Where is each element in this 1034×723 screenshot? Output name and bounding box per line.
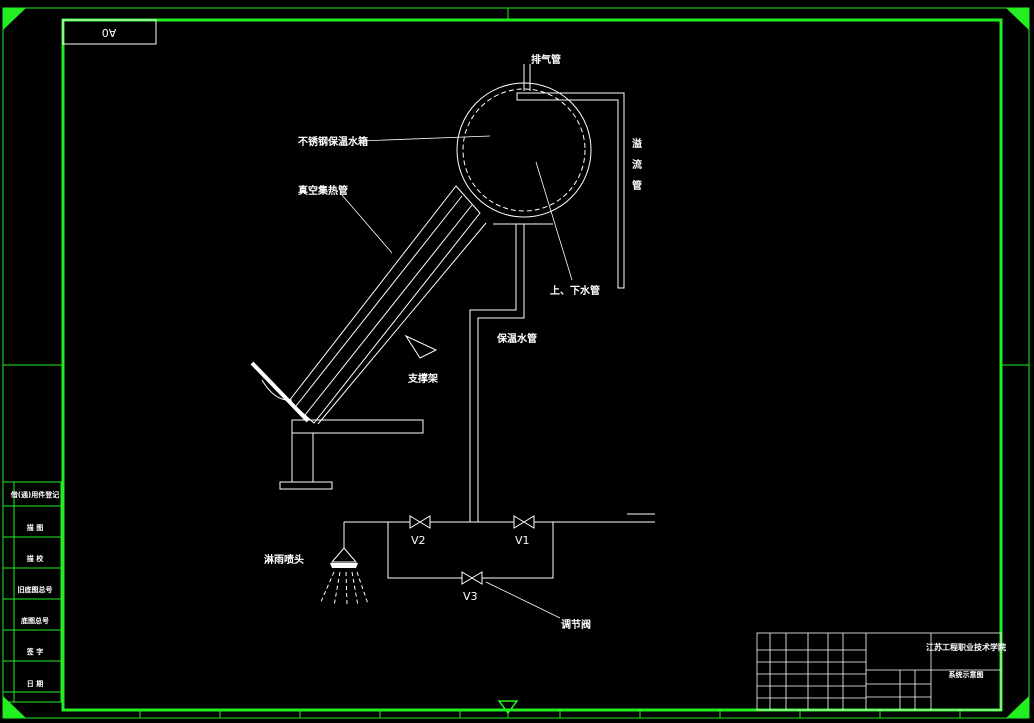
corner-marker (3, 8, 26, 30)
side-panel-cell: 描 校 (27, 554, 44, 563)
label-water-tank: 不锈钢保温水箱 (298, 135, 368, 148)
valve-v2 (409, 515, 431, 529)
label-shower-head: 淋雨喷头 (264, 553, 304, 566)
corner-marker (1006, 696, 1029, 718)
label-inlet-outlet-pipe: 上、下水管 (550, 284, 600, 297)
side-panel-cell: 描 图 (27, 523, 43, 532)
label-overflow-pipe: 流 (632, 158, 642, 171)
leader-lines (341, 135, 573, 619)
label-vacuum-tube: 真空集热管 (298, 184, 348, 197)
bypass-pipe (387, 522, 554, 579)
label-regulating-valve: 调节阀 (561, 618, 591, 631)
vacuum-tube (250, 185, 487, 425)
inner-frame (61, 18, 1003, 712)
water-tank (456, 82, 592, 218)
label-insulated-pipe: 保温水管 (496, 332, 537, 345)
label-valve-v1: V1 (515, 534, 530, 547)
label-support-frame: 支撑架 (407, 372, 438, 385)
drawing-name: 系统示意图 (949, 670, 984, 679)
school-name: 江苏工程职业技术学院 (926, 642, 1006, 652)
corner-marker (1006, 8, 1029, 30)
title-block (756, 632, 1002, 711)
side-panel: 借(通)用件登记 描 图 描 校 旧底图总号 底图总号 签 字 日 期 (2, 481, 62, 703)
outer-frame (2, 7, 1030, 719)
label-exhaust-pipe: 排气管 (531, 53, 561, 66)
side-panel-cell: 日 期 (27, 679, 43, 688)
shower-head (319, 547, 369, 607)
label-valve-v2: V2 (411, 534, 426, 547)
drawing-id-box (62, 19, 157, 45)
overflow-pipe (516, 92, 625, 289)
valve-v3 (461, 571, 483, 585)
support-frame (279, 334, 438, 490)
main-pipe (344, 513, 655, 523)
side-panel-cell: 签 字 (26, 647, 43, 656)
exhaust-pipe (523, 64, 531, 91)
label-valve-v3: V3 (463, 590, 478, 603)
drawing-id: A0 (102, 26, 117, 39)
label-overflow-pipe: 管 (632, 179, 642, 192)
side-panel-cell: 底图总号 (21, 616, 49, 625)
insulated-pipe (469, 223, 553, 522)
side-panel-cell: 旧底图总号 (18, 585, 53, 594)
label-overflow-pipe: 溢 (632, 137, 642, 150)
valve-v1 (513, 515, 535, 529)
side-panel-cell: 借(通)用件登记 (10, 490, 59, 499)
